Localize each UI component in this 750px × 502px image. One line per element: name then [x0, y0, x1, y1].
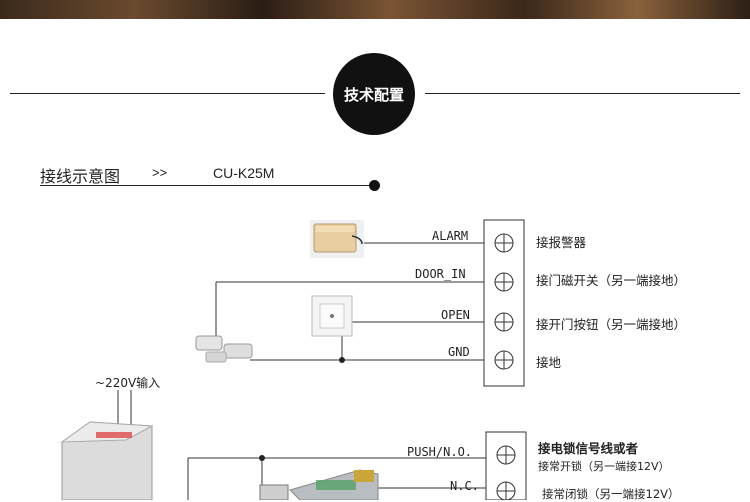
wire-label-alarm: ALARM	[432, 229, 469, 243]
diagram-title-underline	[40, 185, 375, 186]
alarm-device-image	[310, 220, 364, 258]
ground-junction-dot	[339, 357, 345, 363]
terminal-desc-nc: 接常闭锁（另一端接12V）	[542, 487, 680, 501]
header-divider-left	[10, 93, 325, 94]
power-input-wires	[117, 390, 132, 425]
terminal-desc-alarm: 接报警器	[536, 235, 587, 250]
electric-lock-image	[259, 469, 379, 500]
header-divider-right	[425, 93, 740, 94]
lower-terminal-screws	[496, 445, 516, 500]
diagram-title-model: CU-K25M	[213, 165, 275, 181]
section-badge-label: 技术配置	[343, 85, 404, 104]
wire-label-nc: N.C.	[450, 479, 479, 493]
exit-button-image	[311, 295, 353, 337]
diagram-title-label: 接线示意图	[40, 169, 121, 186]
wire-label-gnd: GND	[448, 345, 470, 359]
wire-label-push-no: PUSH/N.O.	[407, 445, 473, 459]
door-sensor-image	[195, 335, 253, 363]
wire-label-open: OPEN	[441, 308, 470, 322]
diagram-title-dot	[369, 180, 380, 191]
upper-wires	[215, 242, 484, 361]
terminal-desc-push-no: 接电锁信号线或者	[538, 441, 639, 456]
wire-label-door-in: DOOR_IN	[415, 267, 466, 281]
top-banner-photo	[0, 0, 750, 19]
terminal-subdesc-push-no: 接常开锁（另一端接12V）	[538, 460, 670, 473]
terminal-desc-door-in: 接门磁开关（另一端接地）	[536, 273, 687, 288]
lower-junction-dot	[259, 455, 265, 461]
terminal-desc-open: 接开门按钮（另一端接地）	[536, 317, 687, 332]
diagram-title-arrows: >>	[152, 165, 168, 180]
power-input-label: ~220V输入	[95, 376, 161, 390]
upper-terminal-screws	[494, 233, 514, 370]
terminal-desc-gnd: 接地	[536, 355, 562, 370]
section-badge: 技术配置	[333, 53, 415, 135]
power-supply-image	[60, 421, 154, 500]
